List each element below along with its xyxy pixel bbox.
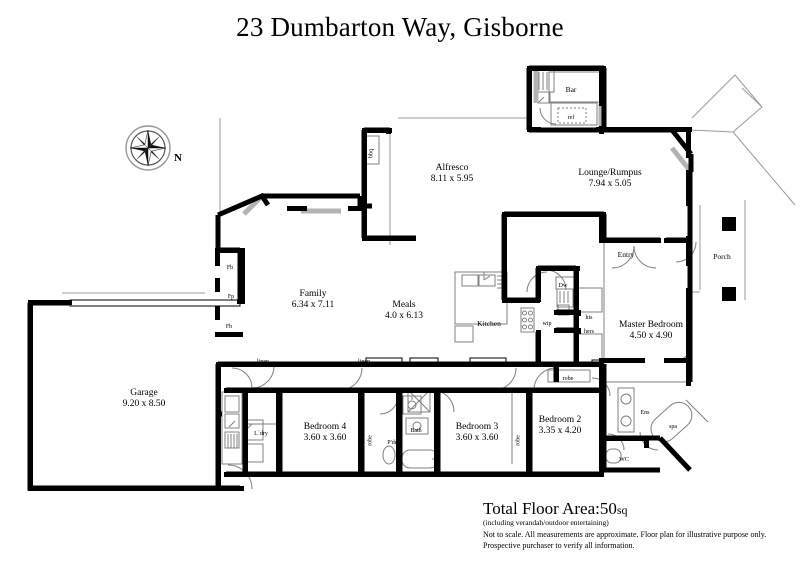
compass-rose-icon (125, 125, 171, 171)
openings (69, 299, 603, 367)
label-hers: hers (584, 329, 594, 335)
label-bbq: bbq (368, 148, 375, 158)
room-dimensions: 3.60 x 3.60 (303, 432, 347, 443)
label-fp: Fp (227, 294, 235, 300)
label-dw: Dw (558, 283, 568, 289)
label-pdr: P'dr (387, 440, 397, 446)
page-title: 23 Dumbarton Way, Gisborne (236, 12, 564, 42)
label-robe-top: robe (562, 376, 574, 382)
label-fb-top: Fb (226, 265, 234, 271)
label-robe-b3: robe (515, 435, 522, 446)
label-linen-2: linen (358, 359, 370, 365)
room-dimensions: 6.34 x 7.11 (291, 299, 335, 310)
total-floor-area-value: 50 (599, 499, 617, 518)
label-wip: wip (542, 321, 552, 327)
label-ens: Ens (640, 410, 650, 416)
label-spa: spa (669, 424, 677, 430)
room-name: Bedroom 4 (303, 422, 347, 432)
room-dimensions: 9.20 x 8.50 (122, 398, 166, 409)
room-name: Master Bedroom (618, 320, 684, 330)
label-kitchen: Kitchen (477, 319, 501, 328)
room-dimensions: 3.60 x 3.60 (455, 432, 499, 443)
label-wc: WC (619, 457, 629, 463)
label-ref: ref (567, 115, 575, 121)
room-name: Bedroom 3 (455, 422, 499, 432)
total-floor-area-line: Total Floor Area:50sq (483, 500, 800, 518)
room-name: Lounge/Rumpus (578, 168, 642, 178)
label-bath: Bath (410, 428, 422, 434)
wall-blocks (28, 66, 736, 491)
label-ldry: L`dry (254, 431, 268, 437)
label-his: his (585, 315, 593, 321)
label-porch: Porch (713, 252, 731, 261)
label-bar: Bar (565, 85, 577, 94)
floor-area-footer: Total Floor Area:50sq (including veranda… (483, 500, 800, 551)
thin-outline-lines (62, 74, 796, 300)
room-dimensions: 3.35 x 4.20 (538, 425, 582, 436)
room-dimensions: 4.50 x 4.90 (629, 330, 673, 341)
room-name: Garage (130, 388, 158, 398)
total-floor-area-label: Total Floor Area: (483, 499, 600, 518)
label-entry: Entry (617, 250, 635, 259)
room-name: Meals (392, 300, 416, 310)
label-linen-1: linen (257, 359, 269, 365)
room-name: Family (299, 289, 327, 299)
room-name: Alfresco (435, 163, 469, 173)
compass-north-label: N (174, 152, 182, 164)
footer-note-3: Prospective purchaser to verify all info… (483, 540, 635, 550)
total-floor-area-unit: sq (616, 503, 628, 517)
room-dimensions: 4.0 x 6.13 (385, 310, 423, 321)
label-fb-bot: Fb (225, 324, 233, 330)
room-dimensions: 8.11 x 5.95 (430, 173, 474, 184)
footer-note-2: Not to scale. All measurements are appro… (483, 529, 767, 539)
footer-note-1: (including verandah/outdoor entertaining… (483, 517, 609, 527)
room-name: Bedroom 2 (538, 415, 582, 425)
room-dimensions: 7.94 x 5.05 (588, 178, 632, 189)
label-robe-b4: robe (367, 435, 374, 446)
